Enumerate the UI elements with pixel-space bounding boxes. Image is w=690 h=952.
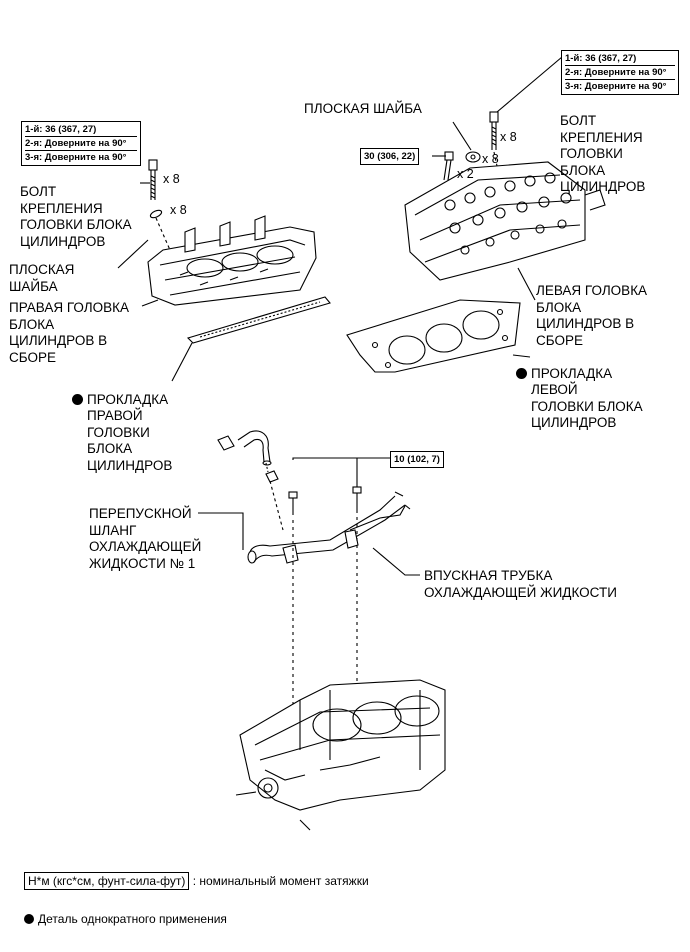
torque-value: 10 (102, 7) (394, 454, 440, 465)
single-use-dot (516, 367, 527, 379)
label-left-washer: ПЛОСКАЯ ШАЙБА (304, 101, 422, 116)
right-head-gasket-drawing (186, 296, 331, 344)
pipe-bolts-drawing (288, 486, 362, 515)
label-inlet-pipe: ВПУСКНАЯ ТРУБКА ОХЛАЖДАЮЩЕЙ ЖИДКОСТИ (424, 568, 617, 600)
torque-step2: 2-я: Доверните на 90° (565, 65, 675, 78)
label-right-head: ПРАВАЯ ГОЛОВКА БЛОКА ЦИЛИНДРОВ В СБОРЕ (9, 300, 130, 365)
torque-value: 30 (306, 22) (364, 151, 416, 162)
qty-bolt-30: x 2 (457, 167, 474, 181)
label-right-gasket: ПРОКЛАДКА ПРАВОЙ ГОЛОВКИ БЛОКА ЦИЛИНДРОВ (72, 375, 172, 474)
legend-torque-units: Н*м (кгс*см, фунт-сила-фут) (24, 872, 190, 890)
qty-right-bolt: x 8 (163, 172, 180, 186)
label-text: ПРОКЛАДКА ПРАВОЙ ГОЛОВКИ БЛОКА ЦИЛИНДРОВ (87, 391, 173, 473)
qty-left-bolt: x 8 (500, 130, 517, 144)
torque-step3: 3-я: Доверните на 90° (25, 150, 137, 163)
bypass-hose-drawing (217, 430, 279, 483)
left-washer-drawing (465, 151, 481, 163)
engine-block-drawing (235, 679, 446, 831)
label-left-gasket: ПРОКЛАДКА ЛЕВОЙ ГОЛОВКИ БЛОКА ЦИЛИНДРОВ (516, 349, 643, 432)
label-right-head-bolt: БОЛТ КРЕПЛЕНИЯ ГОЛОВКИ БЛОКА ЦИЛИНДРОВ (20, 184, 132, 249)
label-bypass-hose: ПЕРЕПУСКНОЙ ШЛАНГ ОХЛАЖДАЮЩЕЙ ЖИДКОСТИ №… (89, 506, 202, 571)
torque-step3: 3-я: Доверните на 90° (565, 79, 675, 92)
coolant-inlet-pipe-drawing (247, 491, 411, 564)
label-left-head-bolt: БОЛТ КРЕПЛЕНИЯ ГОЛОВКИ БЛОКА ЦИЛИНДРОВ (560, 113, 646, 194)
qty-left-washer: x 8 (482, 152, 499, 166)
label-text: ПРОКЛАДКА ЛЕВОЙ ГОЛОВКИ БЛОКА ЦИЛИНДРОВ (531, 365, 643, 431)
single-use-dot (24, 914, 34, 924)
torque-step1: 1-й: 36 (367, 27) (565, 53, 637, 64)
torque-spec-left-head-bolt: 1-й: 36 (367, 27) 2-я: Доверните на 90° … (561, 50, 679, 95)
label-right-washer: ПЛОСКАЯ ШАЙБА (9, 262, 75, 294)
legend-torque: Н*м (кгс*см, фунт-сила-фут) : номинальны… (24, 872, 369, 890)
right-head-bolt-drawing (148, 159, 158, 200)
legend-torque-desc: : номинальный момент затяжки (192, 874, 369, 888)
torque-step1: 1-й: 36 (367, 27) (25, 124, 97, 135)
legend-single-use: Деталь однократного применения (24, 912, 227, 926)
left-head-gasket-drawing (346, 299, 521, 373)
left-head-bolt-drawing (489, 111, 499, 150)
right-cylinder-head-drawing (147, 215, 317, 306)
single-use-dot (72, 393, 83, 405)
legend-single-use-text: Деталь однократного применения (38, 912, 227, 926)
torque-spec-right-head-bolt: 1-й: 36 (367, 27) 2-я: Доверните на 90° … (21, 121, 141, 166)
torque-spec-10: 10 (102, 7) (390, 451, 444, 468)
torque-step2: 2-я: Доверните на 90° (25, 136, 137, 149)
qty-right-washer: x 8 (170, 203, 187, 217)
right-washer-drawing (149, 209, 163, 219)
label-left-head: ЛЕВАЯ ГОЛОВКА БЛОКА ЦИЛИНДРОВ В СБОРЕ (536, 283, 648, 348)
torque-spec-30: 30 (306, 22) (360, 148, 420, 165)
left-cylinder-head-drawing (404, 161, 606, 281)
